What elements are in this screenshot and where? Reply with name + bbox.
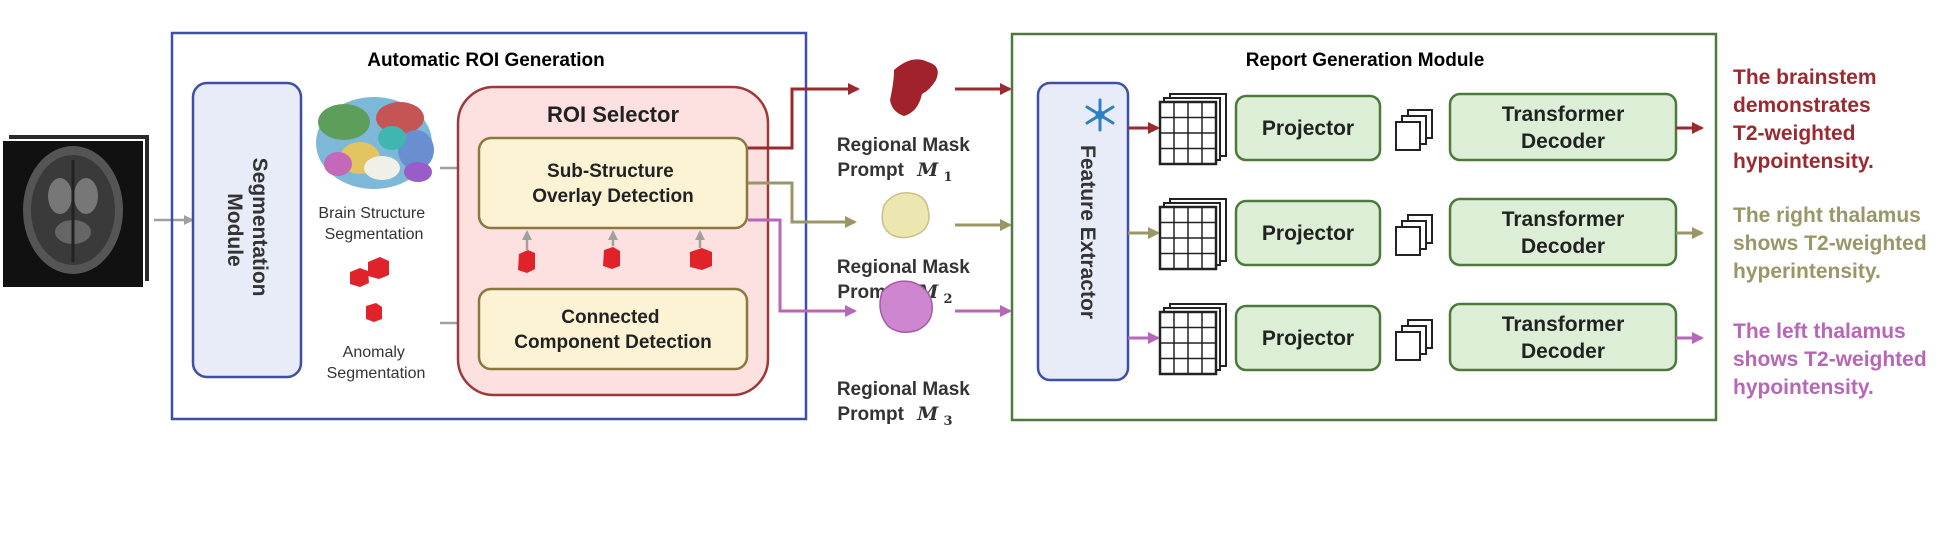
anomaly-label: Anomaly Segmentation — [327, 344, 426, 382]
roi-generation-title: Automatic ROI Generation — [367, 50, 605, 71]
route-arrow-m1 — [748, 83, 860, 150]
mask-prompt-3-label: Regional Mask Prompt M 3 — [837, 379, 975, 429]
snowflake-icon — [1085, 98, 1115, 132]
report-module-panel — [1010, 32, 1718, 422]
segmentation-module-label: Segmentation Module — [223, 158, 271, 303]
substructure-detection-box — [477, 136, 749, 230]
token-stack-icon-3 — [1395, 319, 1433, 361]
mask-shape-3 — [879, 280, 933, 333]
roi-selector-title: ROI Selector — [547, 102, 679, 127]
projector-box-3 — [1234, 304, 1382, 372]
brain-structure-image — [316, 97, 434, 189]
token-stack-icon-2 — [1395, 214, 1433, 256]
token-stack-icon-1 — [1395, 109, 1433, 151]
substructure-detection-label: Sub-Structure Overlay Detection — [532, 161, 694, 207]
route-arrow-m3 — [748, 218, 857, 317]
mask-shape-2 — [881, 192, 930, 239]
report-module-title: Report Generation Module — [1246, 50, 1485, 71]
component-blobs — [518, 247, 712, 273]
mri-input-image — [1, 133, 151, 289]
feature-grid-icon-2 — [1158, 198, 1227, 271]
route-arrow-m2 — [748, 181, 857, 228]
projector-label-2: Projector — [1262, 222, 1354, 245]
projector-box-2 — [1234, 199, 1382, 267]
mask-shape-1 — [890, 59, 938, 116]
projector-label-1: Projector — [1262, 117, 1354, 140]
feature-grid-icon-3 — [1158, 303, 1227, 376]
segmentation-module — [191, 81, 303, 379]
projector-label-3: Projector — [1262, 327, 1354, 350]
brain-structure-label: Brain Structure Segmentation — [318, 205, 429, 243]
connected-component-box — [477, 287, 749, 371]
anomaly-image — [350, 257, 389, 322]
connected-component-label: Connected Component Detection — [514, 307, 711, 353]
mask-prompt-1-label: Regional Mask Prompt M 1 — [837, 135, 975, 185]
feature-grid-icon-1 — [1158, 93, 1227, 166]
feature-extractor-label: Feature Extractor — [1076, 145, 1099, 319]
roi-generation-panel — [170, 31, 808, 421]
projector-box-1 — [1234, 94, 1382, 162]
